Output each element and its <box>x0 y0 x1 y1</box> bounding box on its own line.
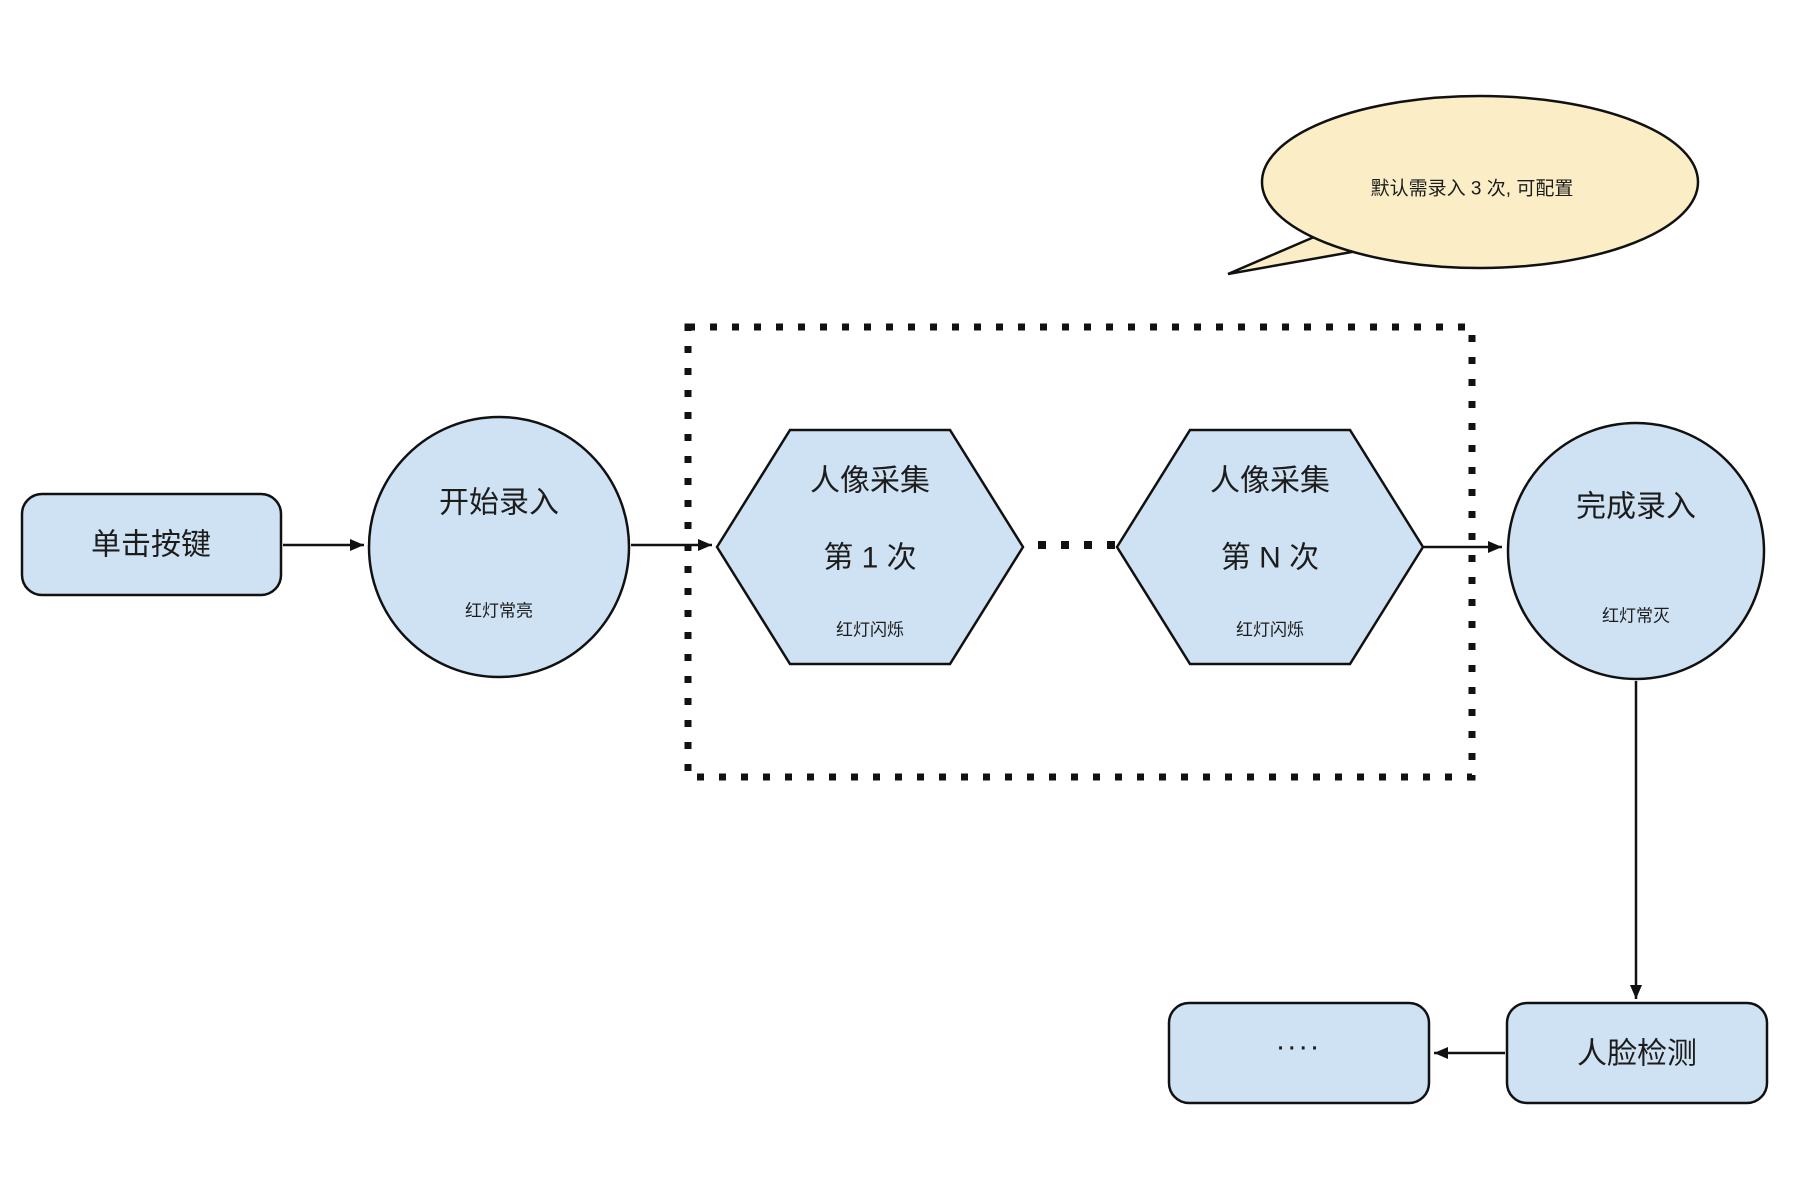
capture-first-status: 红灯闪烁 <box>836 621 904 640</box>
capture-first-subtitle: 第 1 次 <box>823 542 916 575</box>
callout-bubble: 默认需录入 3 次, 可配置 <box>1227 94 1700 276</box>
click-button-shape <box>20 492 283 597</box>
next-steps-label: .... <box>1276 1024 1321 1057</box>
face-detection-label: 人脸检测 <box>1577 1038 1697 1071</box>
capture-nth-title: 人像采集 <box>1210 465 1330 498</box>
capture-nth-shape <box>1115 428 1425 666</box>
click-button-label: 单击按键 <box>91 529 211 562</box>
node-next-steps: .... <box>1167 1001 1431 1105</box>
face-detection-shape <box>1505 1001 1769 1105</box>
start-entry-status: 红灯常亮 <box>465 602 533 621</box>
finish-entry-status: 红灯常灭 <box>1602 607 1670 626</box>
callout-text: 默认需录入 3 次, 可配置 <box>1371 178 1574 200</box>
start-entry-label: 开始录入 <box>439 487 559 520</box>
node-start-entry: 开始录入 红灯常亮 <box>367 415 631 679</box>
callout-ellipse <box>1260 94 1700 270</box>
capture-nth-subtitle: 第 N 次 <box>1221 542 1319 575</box>
node-finish-entry: 完成录入 红灯常灭 <box>1506 421 1766 681</box>
finish-entry-label: 完成录入 <box>1576 491 1696 524</box>
node-face-detection: 人脸检测 <box>1505 1001 1769 1105</box>
capture-nth-status: 红灯闪烁 <box>1236 621 1304 640</box>
next-steps-shape <box>1167 1001 1431 1105</box>
start-entry-shape <box>367 415 631 679</box>
node-click-button: 单击按键 <box>20 492 283 597</box>
node-capture-first: 人像采集 第 1 次 红灯闪烁 <box>715 428 1025 666</box>
finish-entry-shape <box>1506 421 1766 681</box>
capture-first-title: 人像采集 <box>810 465 930 498</box>
node-capture-nth: 人像采集 第 N 次 红灯闪烁 <box>1115 428 1425 666</box>
capture-first-shape <box>715 428 1025 666</box>
